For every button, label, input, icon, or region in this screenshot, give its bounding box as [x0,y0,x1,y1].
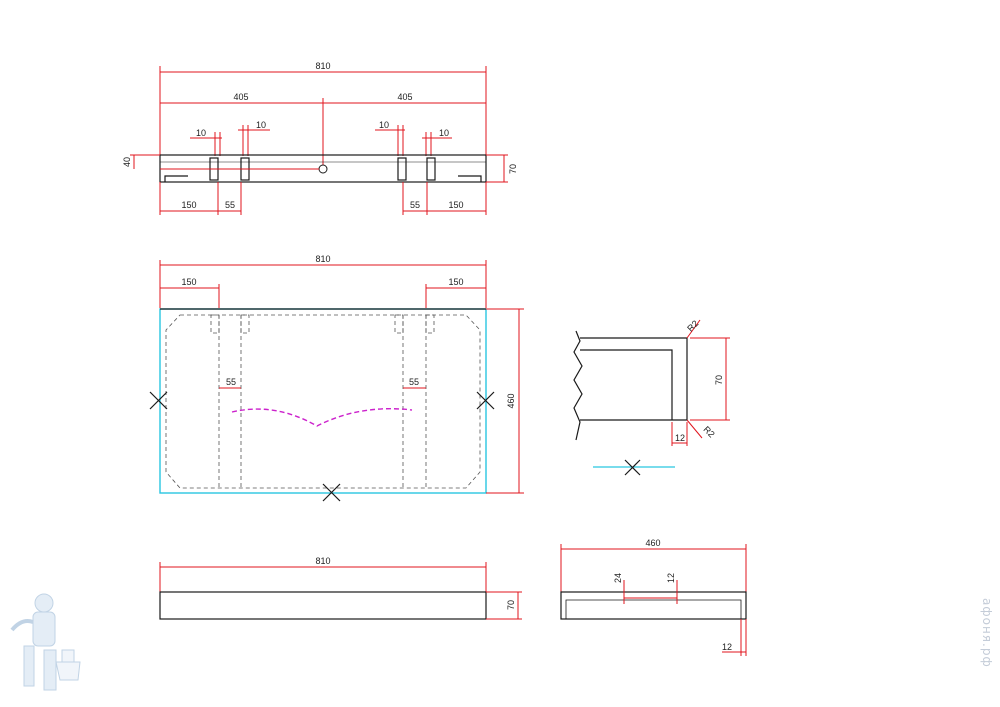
dim-detail-r2-bottom: R2 [702,424,717,439]
dim-side-12: 12 [666,573,676,583]
section-view-top: 810 405 405 10 10 10 10 [122,61,518,215]
edge-detail: 70 R2 R2 12 [573,318,730,476]
dim-front-70: 70 [506,600,516,610]
dim-side-24: 24 [613,573,623,583]
dim-top-405-left: 405 [233,92,248,102]
dim-plan-55-left: 55 [226,377,236,387]
cross-mark-detail [624,459,641,476]
dim-plan-150-right: 150 [448,277,463,287]
dim-slot-10-4: 10 [439,128,449,138]
side-view: 460 24 12 12 [560,538,747,656]
dim-slot-10-1: 10 [196,128,206,138]
sink-curve [231,408,413,427]
front-view: 810 70 [159,556,522,620]
plan-view: 810 150 150 55 55 460 [149,254,524,502]
dim-detail-r2-top: R2 [685,318,700,333]
dim-bottom-55-right: 55 [410,200,420,210]
dim-top-810: 810 [315,61,330,71]
dim-front-810: 810 [315,556,330,566]
dim-plan-810: 810 [315,254,330,264]
dim-slot-10-3: 10 [379,120,389,130]
dim-bottom-55-left: 55 [225,200,235,210]
cross-mark-bottom [322,483,341,502]
watermark-text: афоня.рф [980,598,994,668]
plan-outline [159,308,487,494]
dim-detail-70: 70 [714,375,724,385]
dim-side-460: 460 [645,538,660,548]
plumber-mascot-icon [10,593,81,691]
dim-plan-150-left: 150 [181,277,196,287]
dim-detail-12: 12 [675,433,685,443]
dim-bottom-150-left: 150 [181,200,196,210]
dim-bottom-150-right: 150 [448,200,463,210]
dim-plan-55-right: 55 [409,377,419,387]
dim-plan-460: 460 [506,393,516,408]
dim-height-40: 40 [122,157,132,167]
cross-mark-right [476,391,495,410]
dim-side-12b: 12 [722,642,732,652]
cross-mark-left [149,391,168,410]
dim-slot-10-2: 10 [256,120,266,130]
dim-height-70: 70 [508,164,518,174]
dim-top-405-right: 405 [397,92,412,102]
